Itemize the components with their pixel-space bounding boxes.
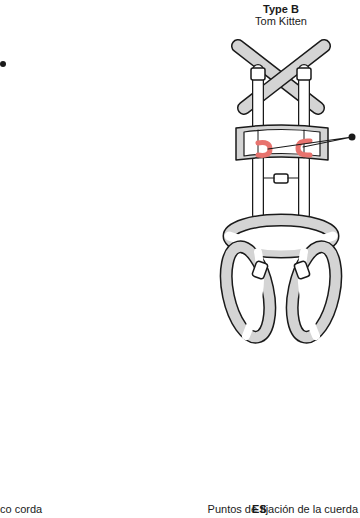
legend-text: Puntos de fijación de la cuerda [208, 503, 358, 516]
type-label: Type B [263, 3, 299, 16]
legend-text: co corda [0, 503, 42, 516]
model-name: Tom Kitten [255, 15, 307, 28]
